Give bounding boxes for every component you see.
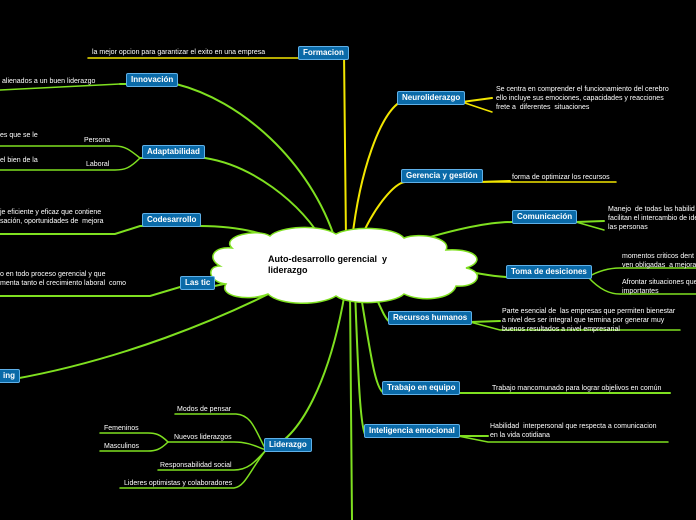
link-masculinos bbox=[99, 441, 169, 452]
center-cloud bbox=[210, 226, 479, 304]
link-modos bbox=[174, 413, 267, 451]
text-responsabilidad: Responsabilidad social bbox=[160, 462, 232, 469]
node-inteligencia-emocional[interactable]: Inteligencia emocional bbox=[364, 424, 460, 438]
link-persona bbox=[0, 145, 141, 159]
link-laboral bbox=[0, 157, 141, 171]
link-innovacion-text bbox=[0, 83, 121, 91]
text-modos: Modos de pensar bbox=[177, 406, 232, 413]
node-formacion[interactable]: Formacion bbox=[298, 46, 349, 60]
link-innovacion bbox=[119, 83, 337, 243]
text-inteligencia: Habilidad interpersonal que respecta a c… bbox=[490, 423, 657, 439]
node-liderazgo[interactable]: Liderazgo bbox=[264, 438, 312, 452]
text-comunicacion: Manejo de todas las habilid facilitan el… bbox=[608, 206, 696, 231]
link-femeninos bbox=[99, 432, 169, 443]
text-tic: o en todo proceso gerencial y que menta … bbox=[0, 271, 127, 287]
node-neuroliderazgo[interactable]: Neuroliderazgo bbox=[397, 91, 466, 105]
node-adaptabilidad[interactable]: Adaptabilidad bbox=[142, 145, 205, 159]
link-down bbox=[349, 291, 353, 520]
link-lideres bbox=[119, 449, 267, 489]
text-neuroliderazgo: Se centra en comprender el funcionamient… bbox=[496, 86, 669, 111]
link-formacion bbox=[343, 51, 347, 241]
text-lideres: Lideres optimistas y colaboradores bbox=[124, 480, 233, 487]
text-momentos: momentos criticos dent ven obligadas a m… bbox=[622, 253, 696, 269]
node-codesarrollo[interactable]: Codesarrollo bbox=[142, 213, 202, 227]
link-inteligencia-text bbox=[457, 435, 669, 443]
link-nuevos bbox=[167, 441, 267, 451]
text-laboral: el bien de la bbox=[0, 157, 38, 164]
node-toma-decisiones[interactable]: Toma de desiciones bbox=[506, 265, 592, 279]
link-comunicacion bbox=[419, 220, 605, 241]
node-ing[interactable]: ing bbox=[0, 369, 20, 383]
text-gerencia: forma de optimizar los recursos bbox=[512, 174, 610, 181]
text-trabajo: Trabajo mancomunado para lograr objelivo… bbox=[492, 385, 662, 392]
link-neuroliderazgo-text bbox=[461, 101, 493, 113]
link-trabajo bbox=[359, 289, 671, 394]
text-formacion: la mejor opcion para garantizar el exito… bbox=[92, 49, 266, 56]
link-comunicacion-text bbox=[575, 221, 605, 231]
link-afrontar bbox=[587, 276, 696, 295]
label-laboral: Laboral bbox=[86, 161, 110, 168]
node-recursos-humanos[interactable]: Recursos humanos bbox=[388, 311, 473, 325]
text-femeninos: Femeninos bbox=[104, 425, 139, 432]
link-liderazgo bbox=[265, 291, 346, 451]
text-afrontar: Afrontar situaciones que importantes bbox=[622, 279, 696, 295]
node-comunicacion[interactable]: Comunicación bbox=[512, 210, 578, 224]
text-recursos: Parte esencial de las empresas que permi… bbox=[502, 308, 676, 333]
text-nuevos: Nuevos liderazgos bbox=[174, 434, 232, 441]
text-codesarrollo: je eficiente y eficaz que contiene sació… bbox=[0, 209, 104, 225]
node-trabajo-equipo[interactable]: Trabajo en equipo bbox=[382, 381, 461, 395]
text-innovacion: alienados a un buen liderazgo bbox=[2, 78, 96, 85]
text-masculinos: Masculinos bbox=[104, 443, 140, 450]
label-persona: Persona bbox=[84, 137, 111, 144]
text-persona: es que se le bbox=[0, 132, 38, 139]
link-ing bbox=[0, 282, 291, 381]
central-topic[interactable]: Auto-desarrollo gerencial y liderazgo bbox=[268, 254, 388, 275]
node-las-tic[interactable]: Las tic bbox=[180, 276, 216, 290]
node-innovacion[interactable]: Innovación bbox=[126, 73, 179, 87]
link-recursos-text bbox=[469, 321, 681, 331]
node-gerencia-gestion[interactable]: Gerencia y gestión bbox=[401, 169, 483, 183]
